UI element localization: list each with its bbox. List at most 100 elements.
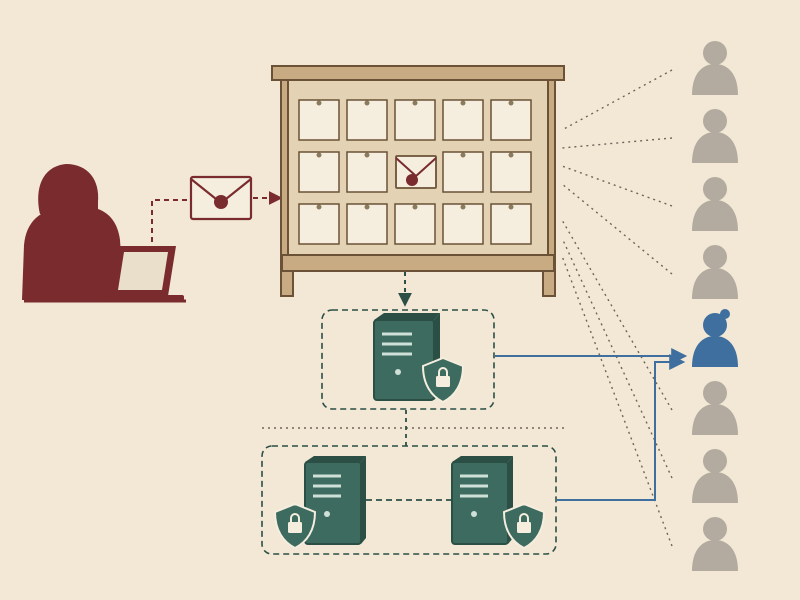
board-note	[394, 203, 436, 245]
recipient-icon	[692, 177, 738, 231]
broadcast-line	[561, 219, 673, 411]
note-pin	[508, 204, 514, 210]
board-note	[442, 99, 484, 141]
server-tower-icon	[373, 313, 440, 401]
board-note	[442, 203, 484, 245]
laptop-screen	[118, 252, 168, 290]
broadcast-lines	[561, 69, 673, 547]
broadcast-line	[561, 165, 673, 207]
board-note	[298, 99, 340, 141]
board-note	[442, 151, 484, 193]
recipient-head	[703, 177, 727, 201]
note-pin	[316, 100, 322, 106]
lock-body	[288, 522, 302, 533]
note-pin	[508, 100, 514, 106]
recipient-head	[703, 109, 727, 133]
recipient-icon	[692, 381, 738, 435]
lock-shackle	[519, 513, 529, 522]
recipient-icon	[692, 245, 738, 299]
recipient-body	[692, 200, 738, 231]
note-pin	[508, 152, 514, 158]
board-note	[394, 99, 436, 141]
recipient-body	[692, 336, 738, 367]
posted-envelope-seal	[406, 174, 418, 186]
board-notes-grid	[298, 99, 532, 245]
recipient-head	[703, 381, 727, 405]
posted-envelope-icon	[395, 155, 437, 189]
broadcast-line	[561, 137, 673, 149]
server-light	[324, 511, 330, 517]
shield-lock-icon	[273, 502, 317, 550]
recipient-head	[703, 41, 727, 65]
sender-at-laptop-icon	[22, 164, 186, 303]
recipient-body	[692, 540, 738, 571]
server-light	[471, 511, 477, 517]
board-note	[490, 151, 532, 193]
note-pin	[364, 100, 370, 106]
recipient-body	[692, 268, 738, 299]
board-bottom-rail	[281, 254, 555, 272]
note-pin	[412, 100, 418, 106]
server-front	[304, 461, 362, 545]
server-tower-icon	[304, 456, 366, 545]
board-note	[298, 151, 340, 193]
board-top-rail	[271, 65, 565, 81]
recipient-head	[703, 313, 727, 337]
note-pin	[316, 152, 322, 158]
recipient-body	[692, 472, 738, 503]
broadcast-line	[561, 255, 673, 547]
server-front	[451, 461, 509, 545]
sender-upload-line	[151, 199, 190, 242]
board-note	[346, 99, 388, 141]
recipient-head	[703, 517, 727, 541]
note-pin	[364, 204, 370, 210]
server-light	[395, 369, 401, 375]
lock-body	[436, 376, 450, 387]
recipient-hair-bun	[720, 309, 730, 319]
recipient-head	[703, 449, 727, 473]
server-top	[452, 456, 513, 462]
note-pin	[460, 152, 466, 158]
broadcast-line	[561, 237, 673, 479]
recipient-icon	[692, 109, 738, 163]
board-note	[490, 203, 532, 245]
wax-seal	[214, 195, 228, 209]
shield-lock-icon	[421, 356, 465, 404]
replica-delivery-arrow	[557, 354, 686, 501]
recipient-body	[692, 64, 738, 95]
sealed-envelope-icon	[189, 175, 253, 221]
primary-storage-box	[321, 309, 495, 410]
highlighted-recipient-icon	[692, 309, 738, 367]
note-pin	[364, 152, 370, 158]
server-top	[374, 313, 440, 320]
recipient-icon	[692, 449, 738, 503]
board-note	[346, 203, 388, 245]
note-pin	[412, 204, 418, 210]
bulletin-board-icon	[271, 65, 565, 297]
recipient-icon	[692, 41, 738, 95]
board-note	[298, 203, 340, 245]
server-side	[361, 456, 366, 544]
sender-head	[48, 168, 92, 220]
note-pin	[460, 100, 466, 106]
server-tower-icon	[451, 456, 513, 545]
recipient-body	[692, 404, 738, 435]
sender-arm	[83, 236, 134, 298]
board-note	[346, 151, 388, 193]
lock-shackle	[438, 367, 448, 376]
lock-body	[517, 522, 531, 533]
server-front	[373, 319, 435, 401]
recipient-body	[692, 132, 738, 163]
note-pin	[460, 204, 466, 210]
shield-lock-icon	[502, 502, 546, 550]
replica-storage-box	[261, 445, 557, 555]
note-pin	[316, 204, 322, 210]
recipients-column	[692, 41, 738, 571]
lock-shackle	[290, 513, 300, 522]
board-note	[490, 99, 532, 141]
recipient-icon	[692, 517, 738, 571]
recipient-head	[703, 245, 727, 269]
server-top	[305, 456, 366, 462]
